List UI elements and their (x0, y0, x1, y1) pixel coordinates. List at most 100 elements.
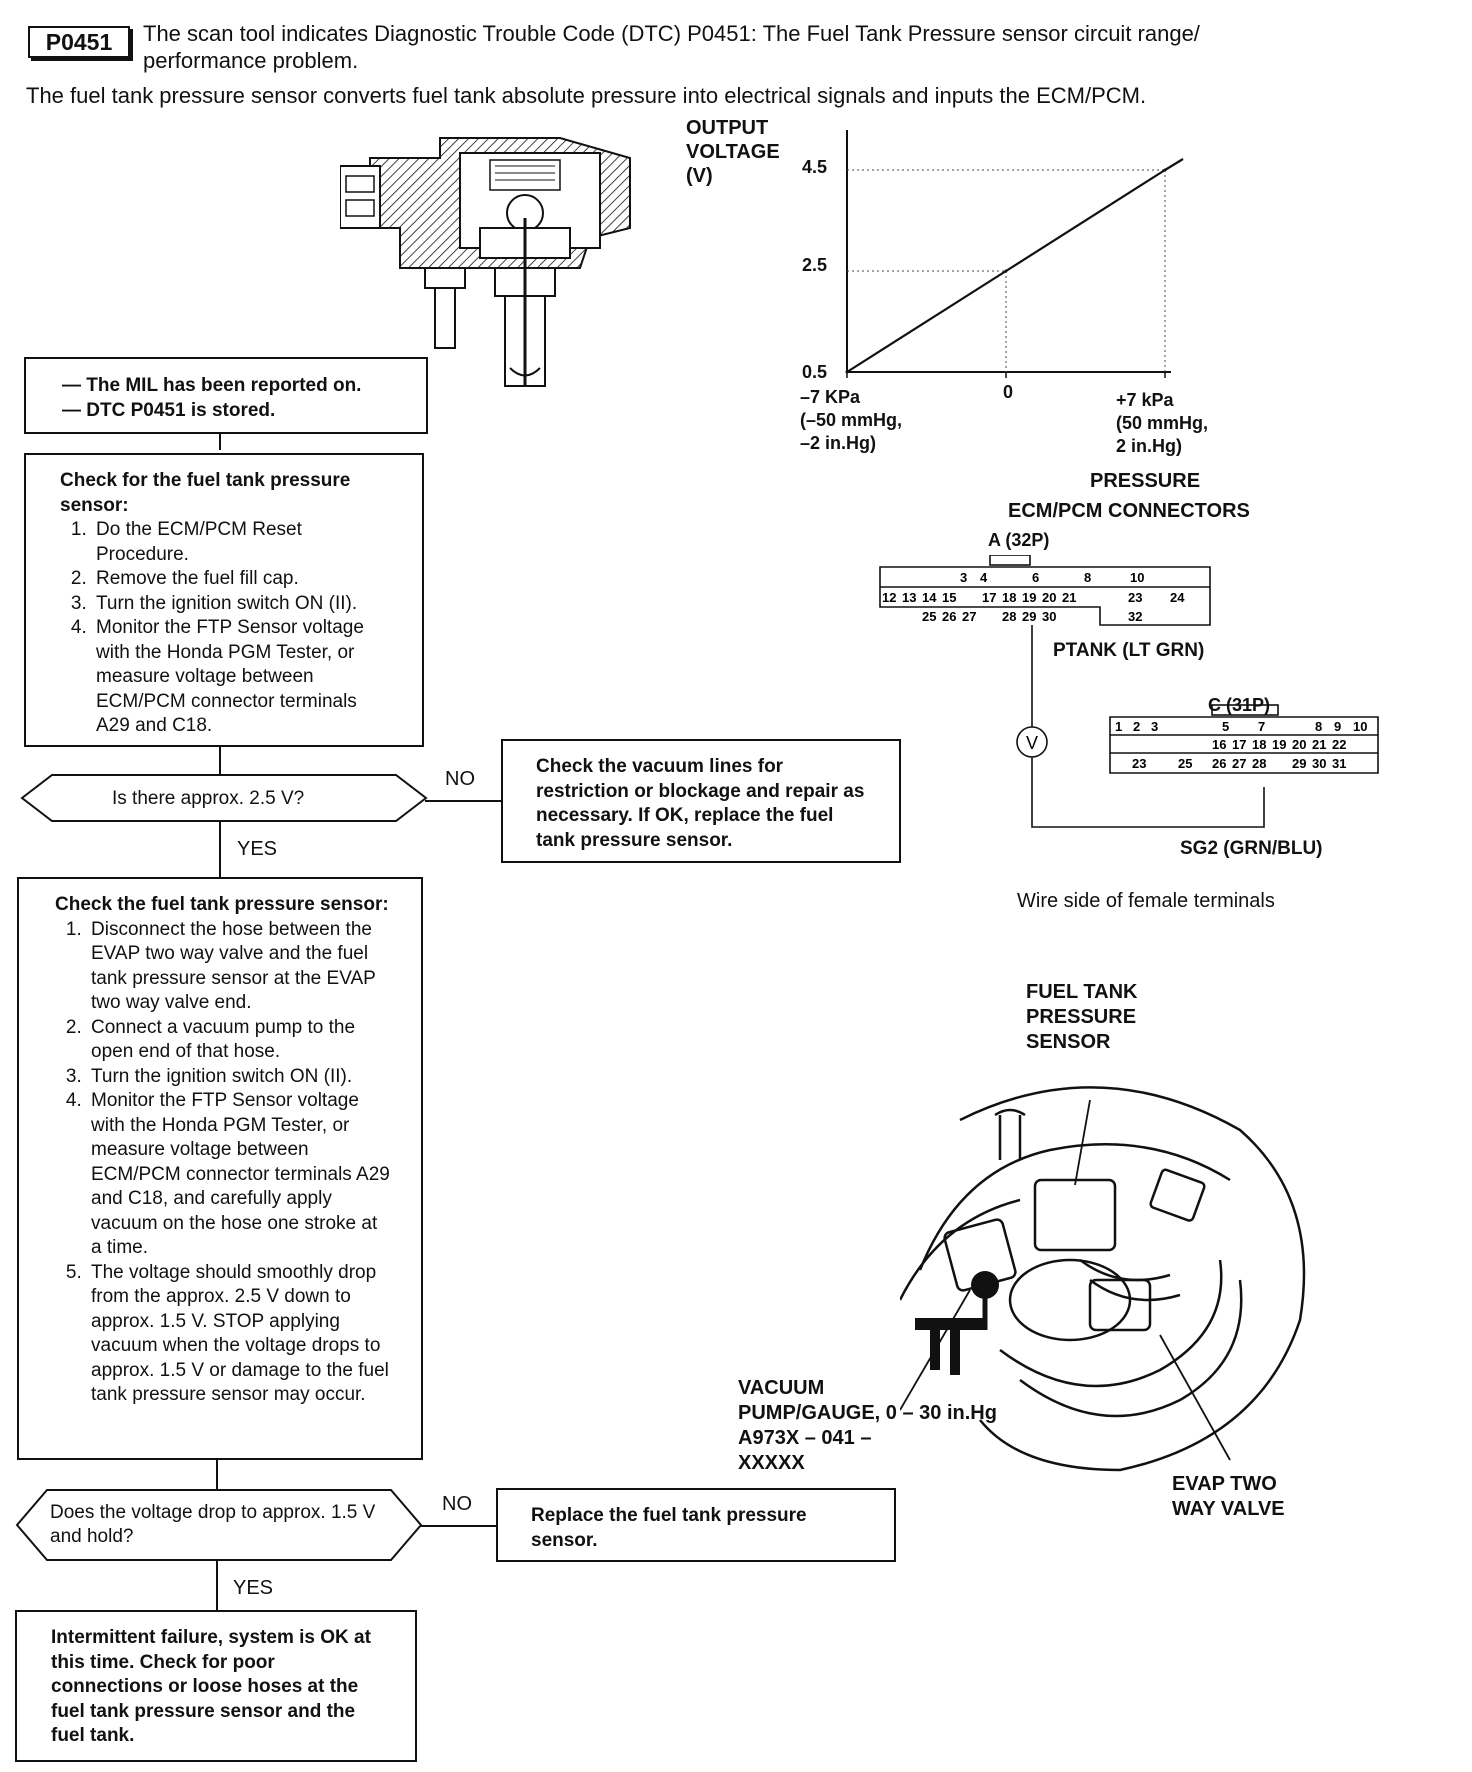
c-pin-18: 18 (1252, 737, 1266, 752)
step1-check-box: Check for the fuel tank pressure sensor:… (24, 453, 424, 747)
a-pin-15: 15 (942, 590, 956, 605)
a-pin-25: 25 (922, 609, 936, 624)
chart-x-tick-left: –7 KPa (–50 mmHg, –2 in.Hg) (800, 386, 902, 455)
connectors-title: ECM/PCM CONNECTORS (1008, 500, 1250, 522)
a-pin-19: 19 (1022, 590, 1036, 605)
question-2: Does the voltage drop to approx. 1.5 V a… (50, 1502, 376, 1547)
sensor-intro: The fuel tank pressure sensor converts f… (26, 83, 1147, 108)
step1-item: Monitor the FTP Sensor voltage with the … (92, 616, 394, 739)
c-pin-5: 5 (1222, 719, 1229, 734)
flow-line-3 (219, 820, 221, 880)
a-pin-27: 27 (962, 609, 976, 624)
a-pin-14: 14 (922, 590, 937, 605)
step2-item: Monitor the FTP Sensor voltage with the … (87, 1089, 393, 1261)
vacuum-pump-callout-line2: PUMP/GAUGE, 0 – 30 in.Hg (738, 1402, 997, 1424)
dtc-code-badge: P0451 (28, 26, 130, 58)
chart-y-tick-low: 0.5 (802, 362, 828, 382)
a-pin-32: 32 (1128, 609, 1142, 624)
c-pin-29: 29 (1292, 756, 1306, 771)
step1-list: Do the ECM/PCM Reset Procedure. Remove t… (60, 518, 394, 739)
sg2-wire (1031, 757, 1265, 828)
a-pin-13: 13 (902, 590, 916, 605)
output-voltage-chart (845, 130, 1184, 378)
chart-x-tick-left-line1: –7 KPa (800, 387, 861, 407)
vacuum-lines-box: Check the vacuum lines for restriction o… (501, 739, 901, 863)
dtc-description-line1: The scan tool indicates Diagnostic Troub… (143, 21, 1200, 46)
chart-x-tick-right-line3: 2 in.Hg) (1116, 436, 1182, 456)
flow-line-2 (219, 745, 221, 775)
fuel-tank-sensor-callout-line2: PRESSURE (1026, 1006, 1137, 1028)
c-pin-3: 3 (1151, 719, 1158, 734)
intermittent-failure-box: Intermittent failure, system is OK at th… (15, 1610, 417, 1762)
flow-line-5 (216, 1560, 218, 1610)
vacuum-pump-callout-line4: XXXXX (738, 1452, 805, 1474)
fuel-tank-illustration (900, 1086, 1306, 1472)
flow-line-no1 (425, 800, 503, 802)
a-pin-24: 24 (1170, 590, 1185, 605)
chart-x-tick-right-line1: +7 kPa (1116, 390, 1174, 410)
step1-title: Check for the fuel tank pressure sensor: (60, 470, 351, 516)
step2-item: Turn the ignition switch ON (II). (87, 1065, 393, 1090)
step2-list: Disconnect the hose between the EVAP two… (55, 918, 393, 1408)
step2-title: Check the fuel tank pressure sensor: (55, 894, 389, 915)
vacuum-pump-gauge (915, 1271, 999, 1375)
c-pin-31: 31 (1332, 756, 1346, 771)
connector-c-cells: 1 2 3 5 7 8 9 10 16 17 18 19 20 21 22 23… (1115, 719, 1367, 771)
chart-x-axis-label: PRESSURE (1090, 470, 1201, 492)
a-pin-12: 12 (882, 590, 896, 605)
a-pin-17: 17 (982, 590, 996, 605)
a-pin-6: 6 (1032, 570, 1039, 585)
c-pin-2: 2 (1133, 719, 1140, 734)
chart-x-tick-left-line3: –2 in.Hg) (800, 433, 877, 453)
dtc-description-line2: performance problem. (143, 48, 359, 73)
c-pin-26: 26 (1212, 756, 1226, 771)
a-pin-21: 21 (1062, 590, 1076, 605)
c-pin-21: 21 (1312, 737, 1326, 752)
evap-valve-callout-line1: EVAP TWO (1172, 1473, 1277, 1495)
connector-a-label: A (32P) (988, 530, 1050, 550)
step2-item: Disconnect the hose between the EVAP two… (87, 918, 393, 1016)
connector-a-cells: 3 4 6 8 10 12 13 14 15 17 18 19 20 21 23… (882, 570, 1185, 624)
c-pin-30: 30 (1312, 756, 1326, 771)
chart-data-point (845, 370, 849, 374)
flow-line-1 (219, 430, 221, 450)
chart-x-tick-right: +7 kPa (50 mmHg, 2 in.Hg) (1116, 389, 1208, 458)
step1-item: Turn the ignition switch ON (II). (92, 592, 394, 617)
a-pin-23: 23 (1128, 590, 1142, 605)
flow-line-4 (216, 1460, 218, 1490)
chart-x-tick-zero: 0 (1003, 382, 1014, 402)
ptank-wire-label: PTANK (LT GRN) (1053, 640, 1205, 661)
vacuum-pump-callout: VACUUM PUMP/GAUGE, 0 – 30 in.Hg A973X – … (738, 1376, 997, 1476)
c-pin-27: 27 (1232, 756, 1246, 771)
a-pin-10: 10 (1130, 570, 1144, 585)
voltmeter-letter: V (1026, 733, 1038, 753)
c-pin-7: 7 (1258, 719, 1265, 734)
vacuum-lines-text: Check the vacuum lines for restriction o… (536, 756, 865, 851)
a-pin-20: 20 (1042, 590, 1056, 605)
a-pin-4: 4 (980, 570, 988, 585)
question-1-yes-label: YES (237, 838, 278, 860)
c-pin-28: 28 (1252, 756, 1266, 771)
step2-item: The voltage should smoothly drop from th… (87, 1261, 393, 1408)
a-pin-3: 3 (960, 570, 967, 585)
step1-item: Remove the fuel fill cap. (92, 567, 394, 592)
evap-valve-callout-line2: WAY VALVE (1172, 1498, 1285, 1520)
c-pin-23: 23 (1132, 756, 1146, 771)
symptom-dtc-stored: — DTC P0451 is stored. (62, 400, 276, 421)
chart-y-axis-label: OUTPUT VOLTAGE (V) (686, 117, 780, 187)
chart-data-point (1163, 168, 1167, 172)
c-pin-22: 22 (1332, 737, 1346, 752)
c-pin-20: 20 (1292, 737, 1306, 752)
fuel-tank-sensor-callout-line3: SENSOR (1026, 1031, 1111, 1053)
fuel-tank-sensor-callout-line1: FUEL TANK (1026, 981, 1138, 1003)
connector-c-outline (1109, 704, 1379, 774)
symptoms-box: — The MIL has been reported on. — DTC P0… (24, 357, 428, 434)
chart-x-tick-right-line2: (50 mmHg, (1116, 413, 1209, 433)
evap-valve-callout: EVAP TWO WAY VALVE (1172, 1472, 1285, 1522)
c-pin-25: 25 (1178, 756, 1192, 771)
c-pin-9: 9 (1334, 719, 1341, 734)
c-pin-17: 17 (1232, 737, 1246, 752)
question-1-no-label: NO (445, 768, 475, 790)
sg2-wire-label: SG2 (GRN/BLU) (1180, 838, 1323, 859)
question-2-yes-label: YES (233, 1577, 274, 1599)
